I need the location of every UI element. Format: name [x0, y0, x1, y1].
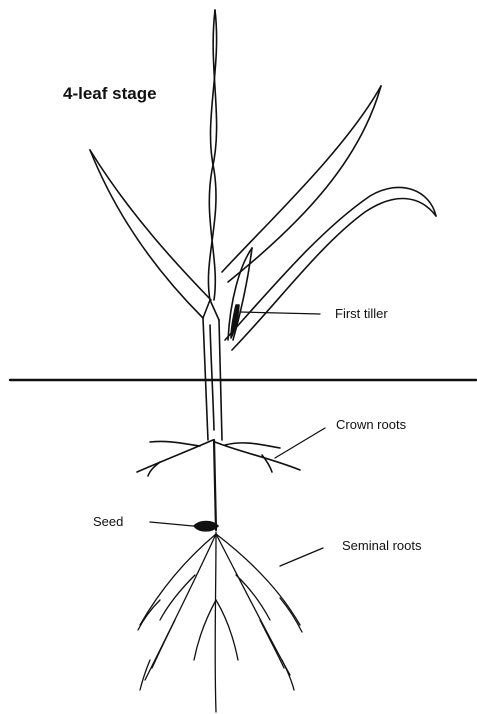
seed-pointer — [150, 522, 193, 526]
leaf-left — [90, 150, 211, 318]
crown-roots-pointer — [275, 428, 325, 458]
primary-root — [214, 440, 216, 530]
first-tiller — [228, 248, 320, 340]
label-first-tiller: First tiller — [335, 306, 388, 321]
seed-shape — [194, 522, 218, 531]
label-crown-roots: Crown roots — [336, 417, 406, 432]
seminal-roots-pointer — [280, 548, 323, 566]
label-seed: Seed — [93, 514, 123, 529]
leaf-right-upper — [222, 86, 381, 282]
main-stem — [203, 300, 222, 440]
leaf-central — [208, 10, 216, 300]
crown-roots — [137, 428, 325, 476]
label-seminal-roots: Seminal roots — [342, 538, 421, 553]
first-tiller-pointer — [240, 312, 320, 314]
seminal-roots — [138, 532, 323, 712]
leaf-right-drooping — [225, 187, 436, 350]
diagram-title: 4-leaf stage — [63, 84, 157, 104]
